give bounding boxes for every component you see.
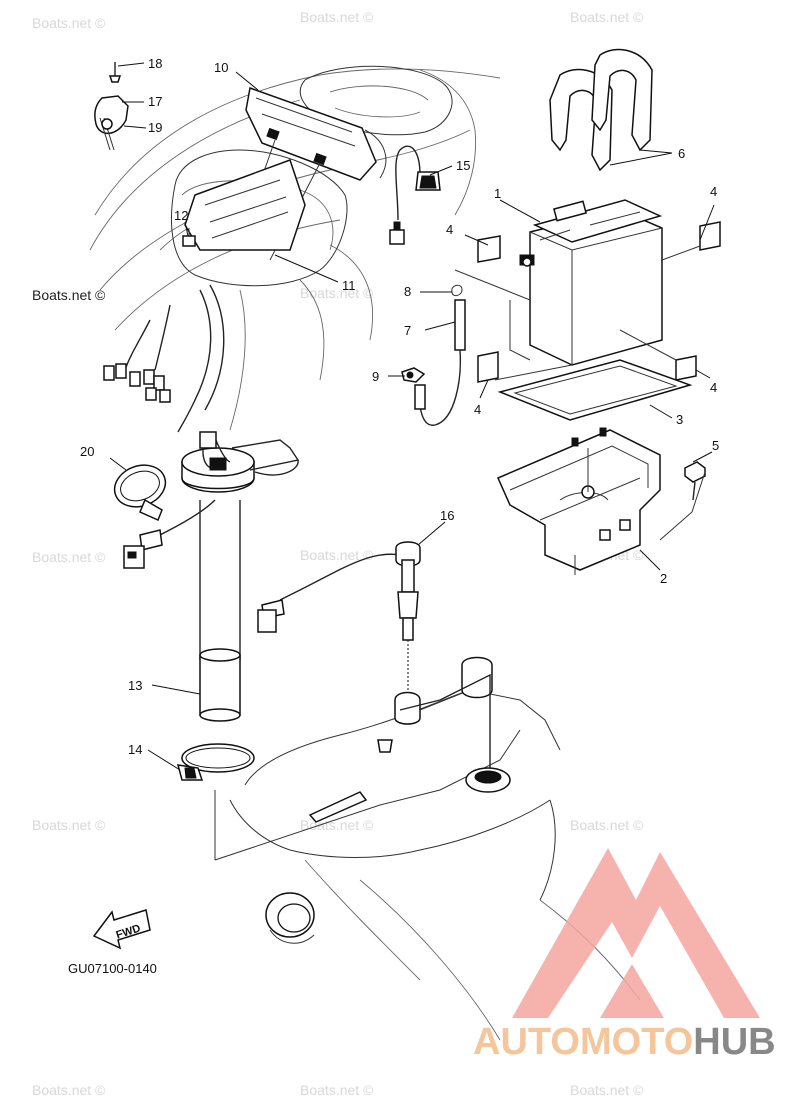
breather-hose xyxy=(401,284,466,426)
fuel-tank xyxy=(214,656,641,1041)
callout-18: 18 xyxy=(148,56,162,71)
fwd-arrow: FWD xyxy=(92,909,151,950)
callout-1: 1 xyxy=(494,186,501,201)
automotohub-logo: AUTOMOTOHUB xyxy=(473,848,776,1063)
watermark: Boats.net © xyxy=(32,817,106,833)
hull-deck-outline xyxy=(89,65,501,431)
sensor-15 xyxy=(389,145,441,245)
watermark: Boats.net © xyxy=(300,1082,374,1098)
callout-3: 3 xyxy=(676,412,683,427)
callout-7: 7 xyxy=(404,323,411,338)
callout-12: 12 xyxy=(174,208,188,223)
watermark: Boats.net © xyxy=(570,9,644,25)
meter-assembly xyxy=(239,86,387,261)
callout-14: 14 xyxy=(128,742,142,757)
callout-19: 19 xyxy=(148,120,162,135)
callout-16: 16 xyxy=(440,508,454,523)
watermark: Boats.net © xyxy=(32,15,106,31)
watermark: Boats.net © xyxy=(32,549,106,565)
callout-6: 6 xyxy=(678,146,685,161)
callout-8: 8 xyxy=(404,284,411,299)
callout-5: 5 xyxy=(712,438,719,453)
callout-20: 20 xyxy=(80,444,94,459)
callout-4: 4 xyxy=(710,184,717,199)
battery-bands xyxy=(549,48,653,172)
connector-12 xyxy=(182,228,196,247)
watermark: Boats.net © xyxy=(300,285,374,301)
callout-13: 13 xyxy=(128,678,142,693)
diagram-code: GU07100-0140 xyxy=(68,961,157,976)
fuel-sender xyxy=(123,431,300,722)
leader-lines xyxy=(109,62,715,771)
cable-tie-20 xyxy=(113,464,167,522)
callout-9: 9 xyxy=(372,369,379,384)
callout-11: 11 xyxy=(342,278,356,293)
watermark: Boats.net © xyxy=(32,1082,106,1098)
wire-harness xyxy=(103,284,225,433)
callout-4: 4 xyxy=(474,402,481,417)
callout-17: 17 xyxy=(148,94,162,109)
watermark: Boats.net © xyxy=(570,1082,644,1098)
callout-4: 4 xyxy=(446,222,453,237)
watermark: Boats.net © xyxy=(300,9,374,25)
clamp-assembly-17-19 xyxy=(94,62,129,151)
guide-lines-battery xyxy=(454,245,701,381)
battery xyxy=(519,199,663,366)
sensor-16 xyxy=(257,541,421,690)
battery-box xyxy=(497,427,661,575)
hose-clamp-14 xyxy=(176,743,255,781)
logo-mark xyxy=(512,848,760,1018)
callout-2: 2 xyxy=(660,571,667,586)
bolt-5 xyxy=(659,461,706,541)
callout-4: 4 xyxy=(710,380,717,395)
watermark: Boats.net © xyxy=(32,287,106,303)
callouts: 1 2 3 4 4 4 4 5 6 7 8 9 10 11 12 13 14 1… xyxy=(80,56,719,757)
callout-10: 10 xyxy=(214,60,228,75)
battery-mat xyxy=(497,359,693,421)
callout-15: 15 xyxy=(456,158,470,173)
bracket xyxy=(184,159,306,251)
watermark: Boats.net © xyxy=(300,547,374,563)
logo-text: AUTOMOTOHUB xyxy=(473,1021,776,1063)
watermark: Boats.net © xyxy=(570,817,644,833)
